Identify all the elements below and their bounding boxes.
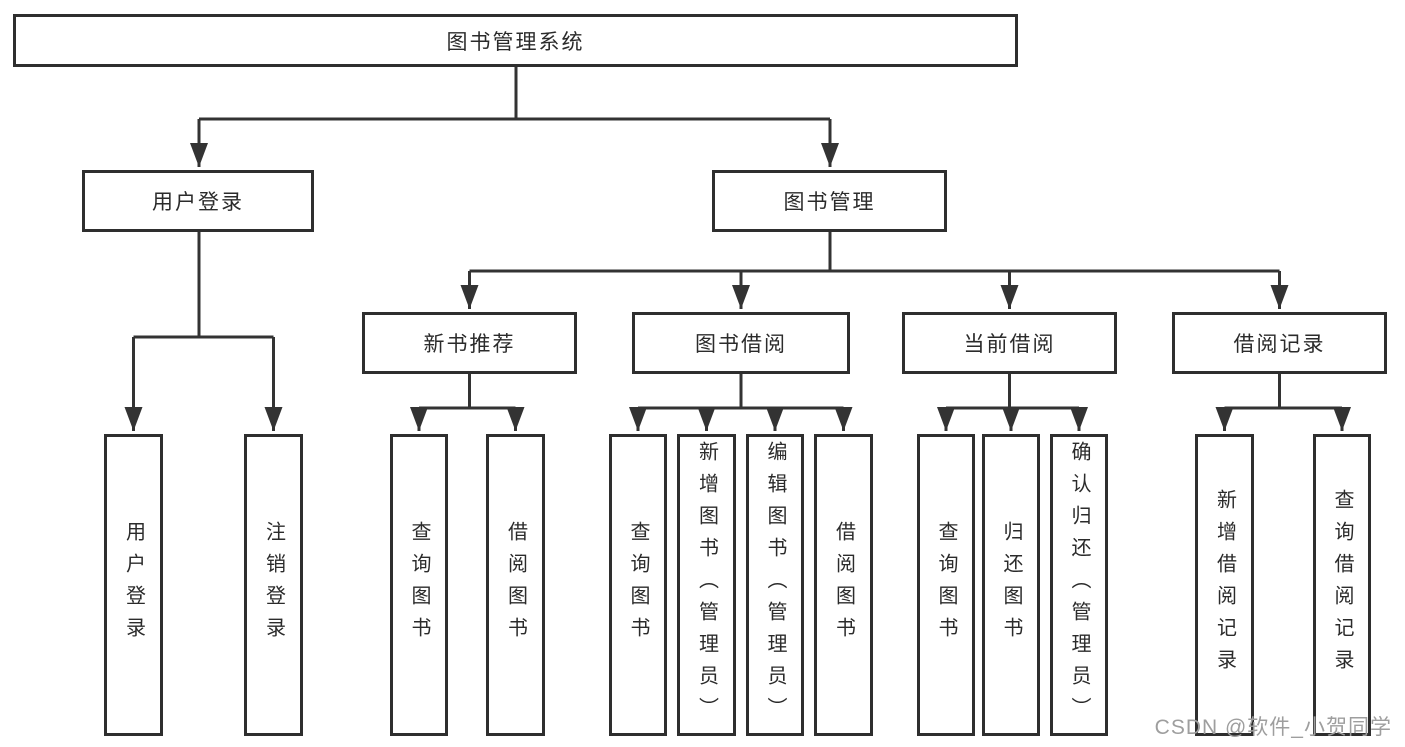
leaf-query-borrow-record: 查询借阅记录 <box>1313 434 1371 736</box>
node-borrowing-records: 借阅记录 <box>1172 312 1387 374</box>
leaf-add-borrow-record: 新增借阅记录 <box>1195 434 1254 736</box>
node-label: 图书管理系统 <box>446 30 585 54</box>
leaf-return-books: 归还图书 <box>982 434 1040 736</box>
node-label: 注销登录 <box>262 521 285 649</box>
leaf-query-books-borrow: 查询图书 <box>609 434 667 736</box>
node-label: 查询借阅记录 <box>1331 489 1353 681</box>
leaf-borrow-books: 借阅图书 <box>814 434 873 736</box>
leaf-user-login: 用户登录 <box>104 434 163 736</box>
node-label: 图书借阅 <box>695 333 787 356</box>
node-book-borrowing: 图书借阅 <box>632 312 850 374</box>
csdn-watermark: CSDN @软件_小贺同学 <box>1154 716 1392 739</box>
node-label: 编辑图书（管理员） <box>764 441 786 729</box>
node-label: 新书推荐 <box>423 333 516 356</box>
leaf-borrow-books-recommend: 借阅图书 <box>486 434 545 736</box>
node-label: 用户登录 <box>122 521 145 649</box>
node-label: 新增图书（管理员） <box>695 441 718 729</box>
node-label: 图书管理 <box>783 191 876 214</box>
node-label: 借阅记录 <box>1233 333 1326 356</box>
node-library-management-system: 图书管理系统 <box>13 14 1018 67</box>
node-new-book-recommendation: 新书推荐 <box>362 312 577 374</box>
node-user-login: 用户登录 <box>82 170 314 232</box>
node-label: 用户登录 <box>152 191 244 214</box>
node-label: 归还图书 <box>1000 521 1022 649</box>
leaf-logout: 注销登录 <box>244 434 303 736</box>
leaf-edit-books-admin: 编辑图书（管理员） <box>746 434 804 736</box>
node-current-borrowing: 当前借阅 <box>902 312 1117 374</box>
node-label: 查询图书 <box>935 521 957 649</box>
node-label: 查询图书 <box>408 521 430 649</box>
leaf-query-books-recommend: 查询图书 <box>390 434 448 736</box>
node-label: 确认归还（管理员） <box>1068 441 1090 729</box>
node-label: 借阅图书 <box>832 521 855 649</box>
node-label: 新增借阅记录 <box>1213 489 1236 681</box>
node-label: 当前借阅 <box>963 333 1056 356</box>
node-book-management: 图书管理 <box>712 170 947 232</box>
leaf-query-books-current: 查询图书 <box>917 434 975 736</box>
node-label: 查询图书 <box>627 521 649 649</box>
node-label: 借阅图书 <box>504 521 527 649</box>
leaf-add-books-admin: 新增图书（管理员） <box>677 434 736 736</box>
leaf-confirm-return-admin: 确认归还（管理员） <box>1050 434 1108 736</box>
